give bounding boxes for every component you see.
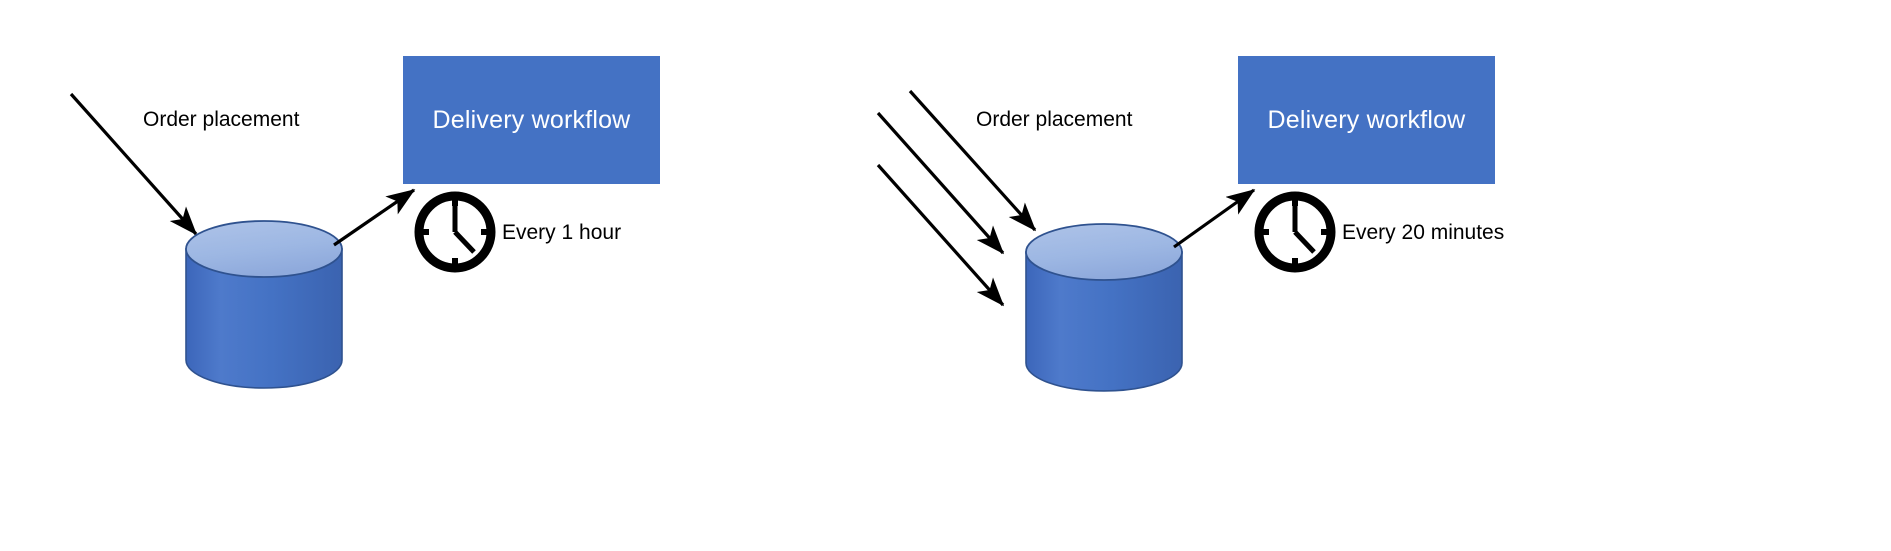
clock-icon	[414, 191, 496, 273]
order-arrow-1	[908, 89, 1037, 232]
schedule-frequency-label: Every 20 minutes	[1342, 221, 1505, 244]
order-database-cylinder	[1025, 223, 1183, 392]
panel-low-frequency-scenario: Delivery workflow Order placement Every …	[0, 0, 945, 551]
delivery-workflow-box[interactable]: Delivery workflow	[1238, 56, 1495, 184]
delivery-workflow-label: Delivery workflow	[1267, 105, 1466, 134]
order-database-cylinder	[185, 220, 343, 389]
delivery-workflow-box[interactable]: Delivery workflow	[403, 56, 660, 184]
clock-icon	[1254, 191, 1336, 273]
panel-high-frequency-scenario: Delivery workflow Order placement Every …	[820, 0, 1765, 551]
schedule-trigger-arrow	[333, 188, 416, 247]
left-panel-graphics	[69, 92, 496, 389]
order-arrow-1	[69, 92, 198, 236]
schedule-trigger-arrow	[1173, 188, 1256, 249]
delivery-workflow-label: Delivery workflow	[432, 105, 631, 134]
order-placement-label: Order placement	[976, 108, 1133, 131]
order-arrow-2	[876, 111, 1005, 255]
order-arrow-3	[876, 163, 1005, 307]
schedule-frequency-label: Every 1 hour	[502, 221, 622, 244]
right-panel-graphics	[876, 89, 1336, 392]
order-placement-label: Order placement	[143, 108, 300, 131]
